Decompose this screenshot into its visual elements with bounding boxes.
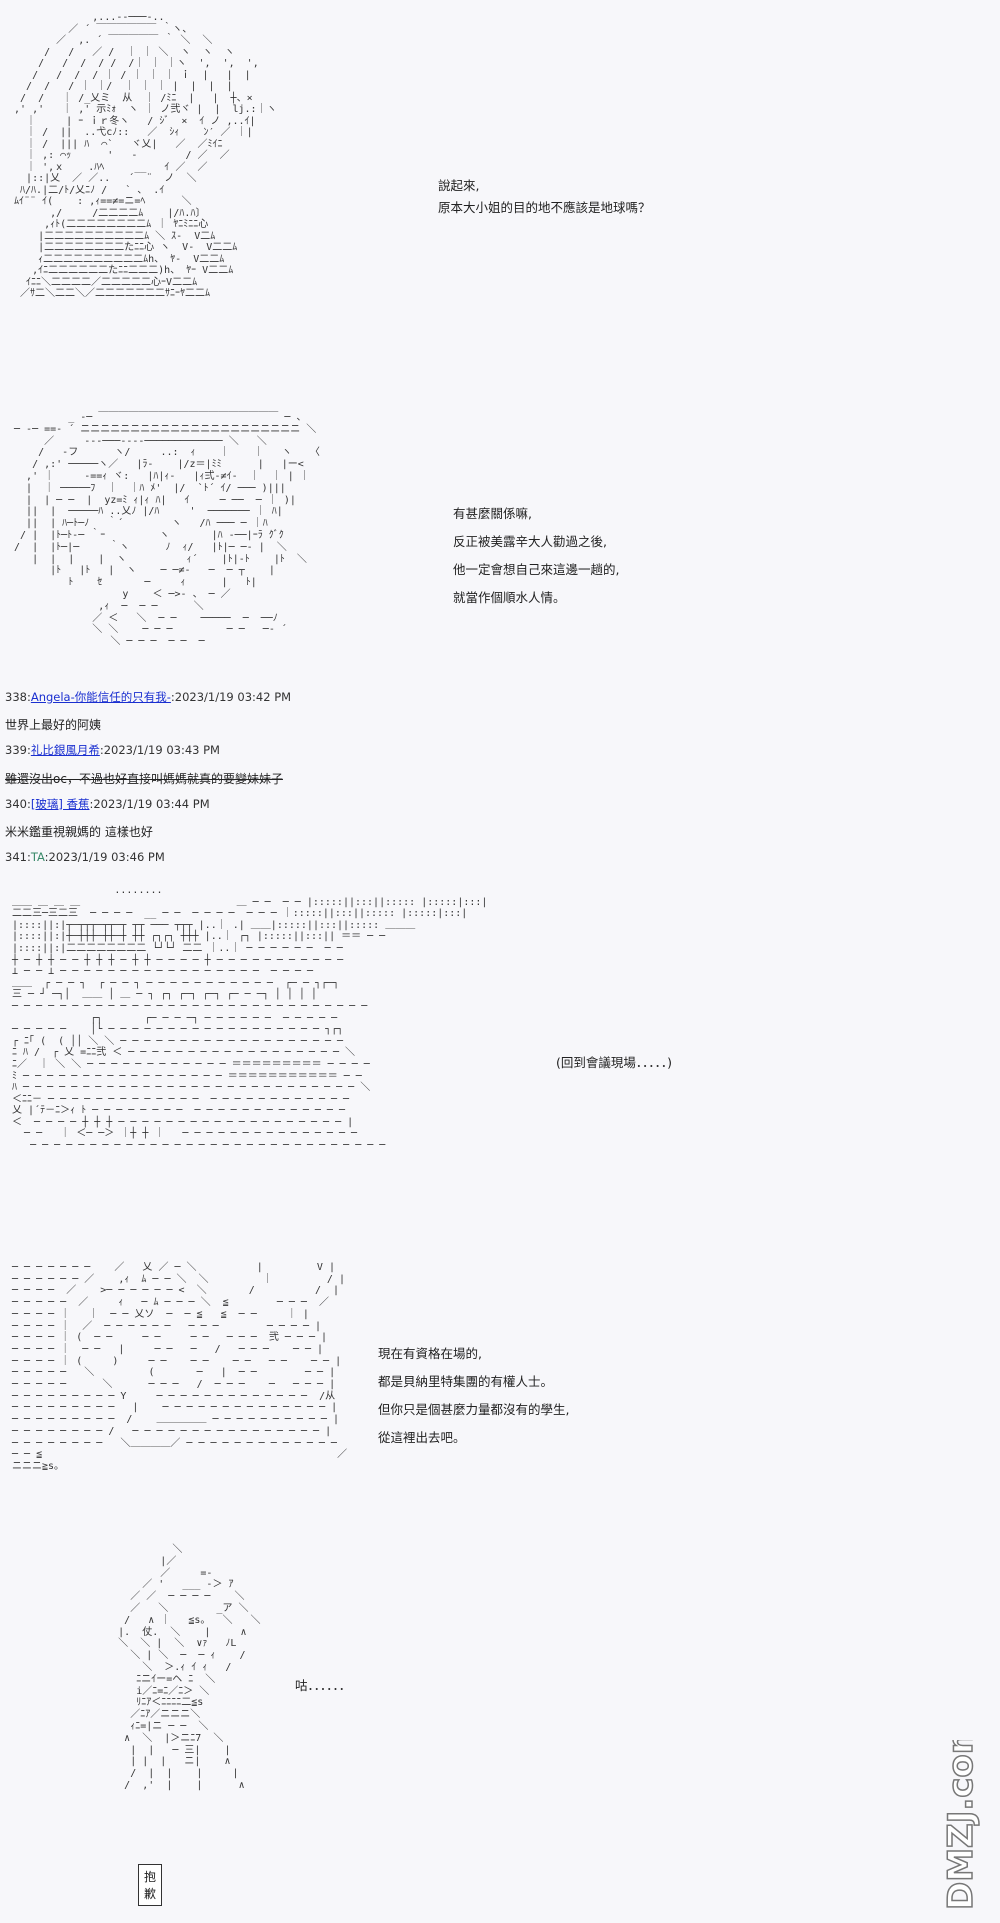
ascii-art-girl-2: _ -─ ￣￣￣￣￣￣￣￣￣￣￣￣￣￣￣￣￣￣ ─ 、 ─ -─ ==‐ ´ ニ… (14, 412, 320, 648)
post-time: :2023/1/19 03:42 PM (170, 690, 292, 704)
dialog-line: 有甚麼關係嘛, (453, 506, 532, 521)
apology-box: 抱歉 (138, 1864, 163, 1906)
ascii-art-conference-room: ........ ＿＿ ＿ ＿ ＿ ＿ ─ ─ ─ ─ |:::::||:::|… (12, 885, 488, 1152)
dialog-line: 原本大小姐的目的地不應該是地球嗎？ (438, 200, 651, 215)
dialog-line: 他一定會想自己來這邊一趟的, (453, 562, 620, 577)
post-header: 339:礼比銀風月希:2023/1/19 03:43 PM (5, 742, 220, 758)
post-body: 雖還沒出oc，不過也好直接叫媽媽就真的要變妹妹子 (5, 772, 283, 786)
dmzj-watermark-logo: DMZJ.com (932, 1718, 982, 1911)
poster-name-link[interactable]: 礼比銀風月希 (30, 743, 100, 757)
post-number: 340: (5, 797, 31, 811)
post-header: 338:Angela-你能信任的只有我-:2023/1/19 03:42 PM (5, 689, 291, 705)
dialog-line: 但你只是個甚麼力量都沒有的學生, (378, 1402, 570, 1417)
dialog-panel-5: 咕．．．．．． (295, 1678, 352, 1693)
dialog-panel-2: 有甚麼關係嘛, 反正被美露辛大人勸過之後, 他一定會想自己來這邊一趟的, 就當作… (453, 500, 619, 612)
dialog-panel-1: 說起來, 原本大小姐的目的地不應該是地球嗎？ (438, 172, 651, 222)
post-number: 341: (5, 850, 31, 864)
ascii-art-boy-standing: ＼ |／ ／ =- ／ ' ___ -＞ ｱ ／ ／ ─ ─ ─ ─ ＼ ／ ＼… (118, 1544, 261, 1791)
dialog-line: 都是貝納里特集團的有權人士。 (378, 1374, 554, 1389)
dialog-panel-4: 現在有資格在場的, 都是貝納里特集團的有權人士。 但你只是個甚麼力量都沒有的學生… (378, 1340, 569, 1452)
logo-icon: DMZJ.com (940, 1718, 982, 1911)
dialog-line: 現在有資格在場的, (378, 1346, 482, 1361)
post-header: 341:TA:2023/1/19 03:46 PM (5, 850, 165, 864)
caption-panel-3: (回到會議現場．．．．．) (556, 1055, 673, 1070)
dialog-line: 就當作個順水人情。 (453, 590, 566, 605)
dialog-line: 說起來, (438, 178, 480, 193)
ascii-art-girl-1: ,...-‐───-.. ／ ´ ￣￣￣￣￣￣ ｀ヽ、 ／ ,. ´ ￣￣￣￣￣… (14, 12, 277, 299)
post-header: 340:[玻璃] 香蕉:2023/1/19 03:44 PM (5, 796, 210, 812)
poster-name: TA (30, 850, 45, 864)
poster-name-link[interactable]: [玻璃] 香蕉 (30, 797, 90, 811)
post-number: 339: (5, 743, 31, 757)
post-time: :2023/1/19 03:43 PM (99, 743, 220, 757)
post-number: 338: (5, 690, 31, 704)
watermark-text: DMZJ.com (941, 1740, 981, 1910)
dialog-line: 反正被美露辛大人勸過之後, (453, 534, 607, 549)
post-time: :2023/1/19 03:46 PM (44, 850, 165, 864)
ascii-art-man-face: ─ ─ ─ ─ ─ ─ ─ ／ 乂 ／ ─ ＼ | V | ─ ─ ─ ─ ─ … (12, 1262, 348, 1472)
post-body: 米米鑑重視親媽的 這樣也好 (5, 825, 153, 839)
post-body: 世界上最好的阿姨 (5, 718, 102, 732)
poster-name-link[interactable]: Angela-你能信任的只有我- (30, 690, 171, 704)
post-time: :2023/1/19 03:44 PM (89, 797, 210, 811)
dialog-line: 從這裡出去吧。 (378, 1430, 466, 1445)
